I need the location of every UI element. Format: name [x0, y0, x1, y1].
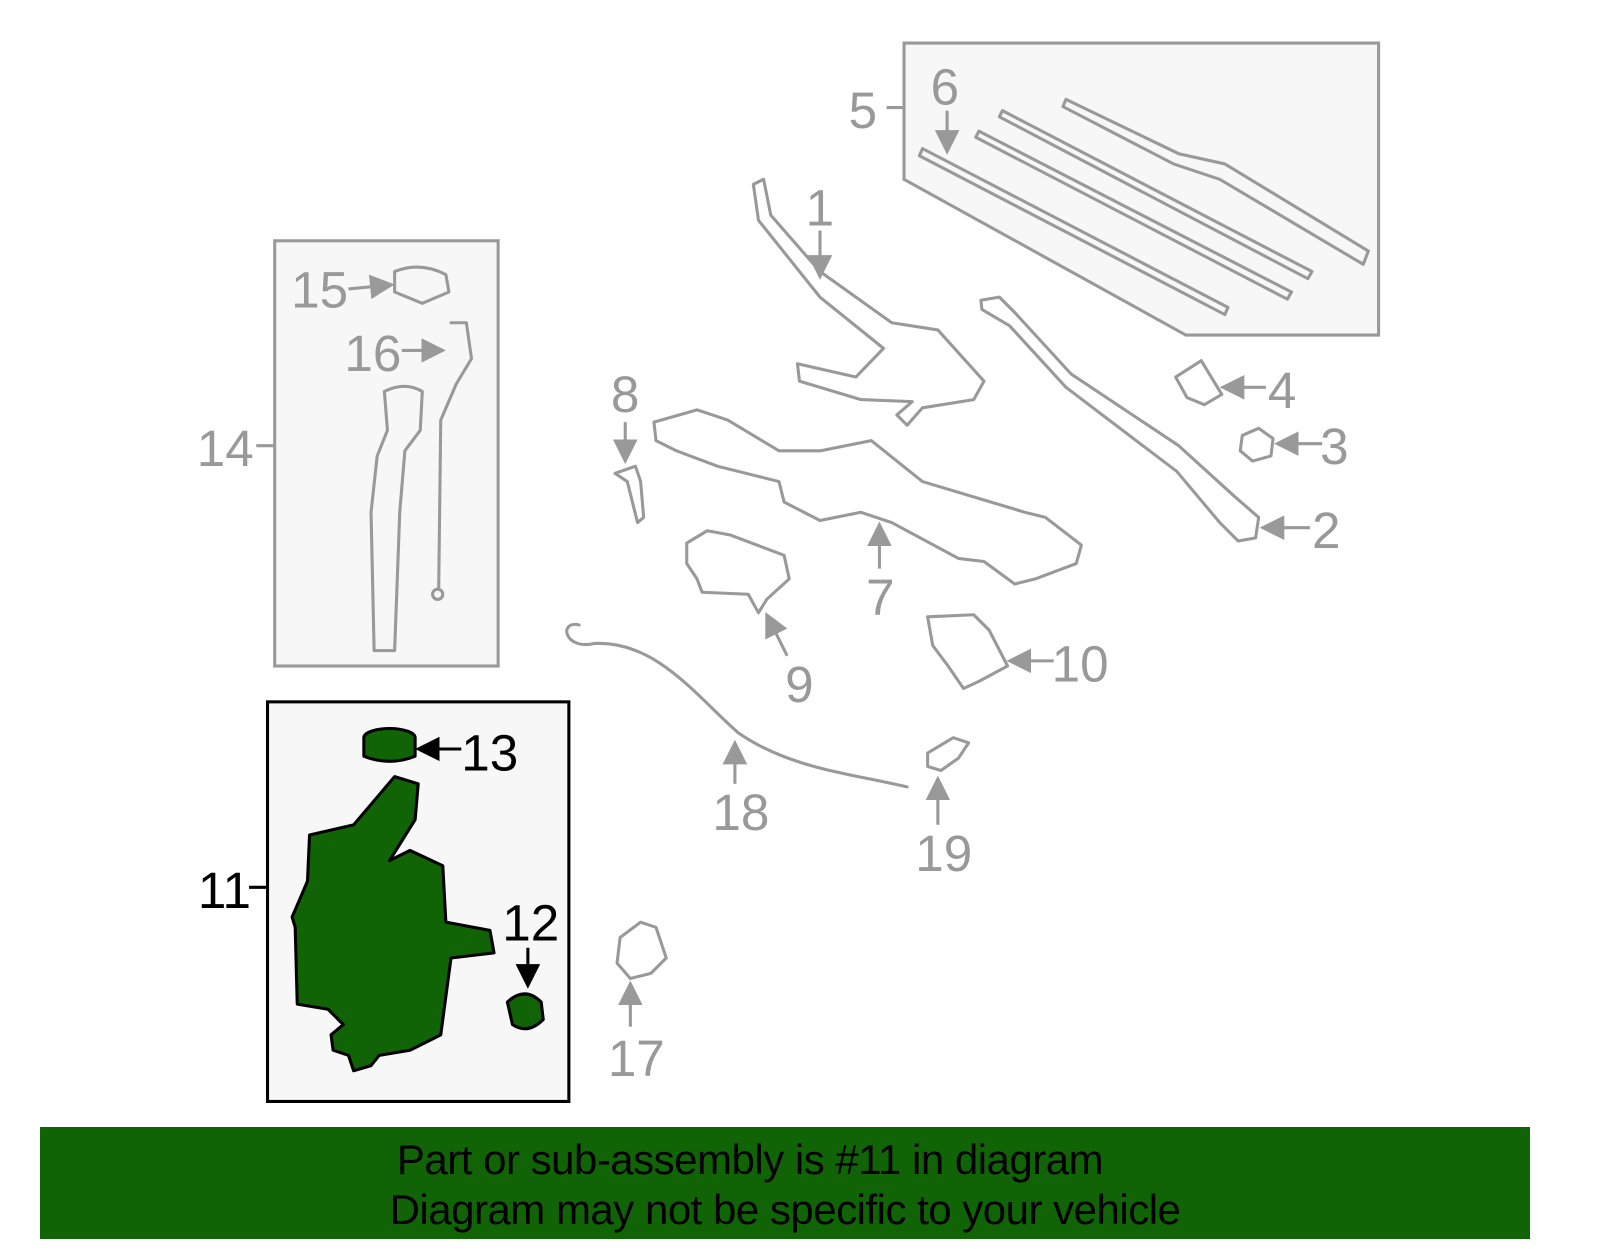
washer-reservoir-group[interactable] [265, 700, 571, 1103]
cap-4[interactable] [1174, 359, 1224, 407]
callout-4[interactable]: 4 [1268, 362, 1297, 419]
bracket-10[interactable] [926, 613, 1010, 691]
callout-12[interactable]: 12 [502, 895, 559, 952]
filler-neck-group[interactable] [273, 239, 500, 668]
wiper-arm-1[interactable] [751, 177, 986, 427]
callout-2[interactable]: 2 [1312, 502, 1341, 559]
washer-hose-18[interactable] [565, 622, 909, 789]
pump-17[interactable] [615, 920, 668, 981]
banner-line-1: Part or sub-assembly is #11 in diagram [396, 1136, 1104, 1183]
callout-3[interactable]: 3 [1320, 418, 1349, 475]
nozzle-19[interactable] [926, 736, 971, 773]
callout-19[interactable]: 19 [915, 825, 972, 882]
callout-16[interactable]: 16 [344, 325, 401, 382]
wiper-motor-9[interactable] [685, 529, 791, 615]
wiper-blade-set-group[interactable] [902, 41, 1381, 337]
callout-18[interactable]: 18 [712, 784, 769, 841]
callout-7[interactable]: 7 [866, 569, 895, 626]
info-banner: Part or sub-assembly is #11 in diagram D… [40, 1127, 1530, 1239]
callout-1[interactable]: 1 [806, 179, 835, 236]
callout-5[interactable]: 5 [849, 82, 878, 139]
callout-17[interactable]: 17 [608, 1030, 665, 1087]
callout-14[interactable]: 14 [197, 420, 254, 477]
callout-11[interactable]: 11 [198, 862, 251, 919]
banner-line-2: Diagram may not be specific to your vehi… [389, 1186, 1181, 1233]
callout-8[interactable]: 8 [611, 366, 640, 423]
callout-15[interactable]: 15 [291, 261, 348, 318]
callout-13[interactable]: 13 [461, 725, 518, 782]
callout-6[interactable]: 6 [931, 59, 960, 116]
callout-9[interactable]: 9 [785, 656, 814, 713]
wiper-linkage-7[interactable] [652, 408, 1083, 586]
washer-reservoir-11 [290, 775, 496, 1073]
wiper-arm-2[interactable] [979, 295, 1261, 543]
bolt-8[interactable] [613, 464, 646, 525]
nut-3[interactable] [1238, 426, 1275, 463]
callout-10[interactable]: 10 [1052, 635, 1109, 692]
